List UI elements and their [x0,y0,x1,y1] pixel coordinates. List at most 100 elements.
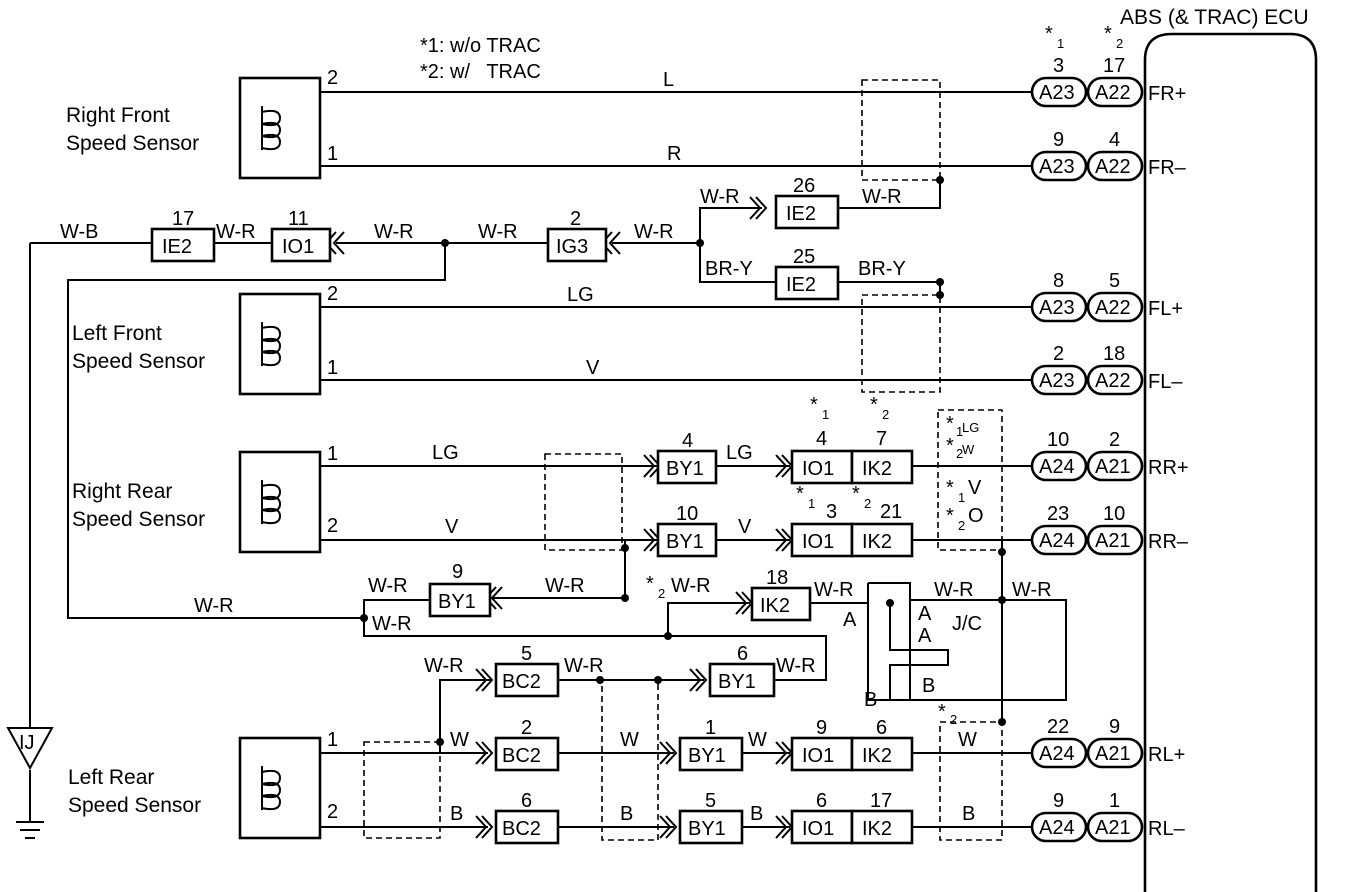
svg-text:4: 4 [682,430,693,452]
ecu-hdr-mark-star2: * [1104,23,1112,45]
svg-text:Right Rear: Right Rear [72,480,172,503]
svg-text:J/C: J/C [952,613,982,635]
svg-text:W: W [962,442,975,457]
svg-text:W-R: W-R [776,655,816,677]
svg-text:1: 1 [1109,790,1120,812]
sensor-right-rear: Right Rear Speed Sensor [72,450,322,554]
svg-text:4: 4 [816,428,827,450]
sensor-pin: 1 [327,357,338,379]
svg-text:A24: A24 [1039,456,1075,478]
svg-text:17: 17 [172,208,194,230]
svg-text:6: 6 [737,643,748,665]
svg-text:5: 5 [1109,270,1120,292]
svg-text:3: 3 [1053,55,1064,77]
svg-text:V: V [738,516,752,538]
svg-text:1: 1 [958,490,965,505]
sensor-pin: 2 [327,801,338,823]
svg-text:RL+: RL+ [1148,744,1185,766]
svg-text:W-R: W-R [194,595,234,617]
svg-text:2: 2 [1053,343,1064,365]
svg-text:17: 17 [1103,55,1125,77]
svg-text:2: 2 [864,496,871,511]
svg-text:9: 9 [452,561,463,583]
sensor-left-rear: Left Rear Speed Sensor [68,736,322,840]
svg-text:IK2: IK2 [862,458,892,480]
svg-text:BC2: BC2 [502,745,541,767]
svg-text:IE2: IE2 [786,274,816,296]
svg-text:W-B: W-B [60,221,99,243]
wires-power [6,180,1067,839]
svg-text:*: * [946,413,954,435]
svg-text:W-R: W-R [634,221,674,243]
svg-text:*: * [810,394,818,416]
svg-text:LG: LG [432,442,459,464]
svg-text:1: 1 [822,407,829,422]
svg-text:18: 18 [1103,343,1125,365]
svg-text:A22: A22 [1095,156,1131,178]
svg-text:A: A [918,603,932,625]
svg-text:A24: A24 [1039,817,1075,839]
sensor-pin: 1 [327,729,338,751]
svg-text:A21: A21 [1095,530,1131,552]
svg-text:W: W [958,729,977,751]
svg-text:W: W [620,729,639,751]
svg-text:2: 2 [956,446,963,461]
svg-text:W: W [748,729,767,751]
svg-text:Right Front: Right Front [66,104,170,127]
svg-text:RL–: RL– [1148,818,1186,840]
svg-text:9: 9 [1053,129,1064,151]
ecu-title: ABS (& TRAC) ECU [1120,6,1309,29]
sensor-left-front: Left Front Speed Sensor [72,292,322,396]
svg-text:W-R: W-R [700,186,740,208]
svg-text:6: 6 [816,790,827,812]
svg-text:LG: LG [726,442,753,464]
svg-text:W-R: W-R [934,579,974,601]
svg-text:2: 2 [1109,429,1120,451]
svg-text:B: B [922,675,935,697]
svg-text:RR+: RR+ [1148,457,1189,479]
svg-text:8: 8 [1053,270,1064,292]
svg-text:BR-Y: BR-Y [705,258,753,280]
svg-text:11: 11 [288,208,309,230]
svg-text:V: V [445,516,459,538]
svg-text:W-R: W-R [564,655,604,677]
svg-text:A24: A24 [1039,530,1075,552]
svg-text:V: V [968,477,982,499]
inline-connector-labels: IE2 IE2 IE2 IO1 IG3 BY1 BY1 IO1 IK2 IO1 … [162,203,892,840]
svg-text:2: 2 [521,717,532,739]
svg-text:IG3: IG3 [556,236,588,258]
svg-text:W-R: W-R [374,221,414,243]
svg-text:BC2: BC2 [502,671,541,693]
svg-text:1: 1 [956,424,963,439]
svg-text:*: * [646,573,654,595]
svg-text:IK2: IK2 [862,531,892,553]
svg-text:BR-Y: BR-Y [858,258,906,280]
svg-text:W-R: W-R [862,186,902,208]
svg-text:V: V [586,357,600,379]
svg-text:BC2: BC2 [502,818,541,840]
svg-text:A21: A21 [1095,456,1131,478]
svg-text:Speed Sensor: Speed Sensor [66,132,199,155]
svg-text:IO1: IO1 [282,236,314,258]
svg-text:2: 2 [882,407,889,422]
svg-text:BY1: BY1 [688,818,726,840]
svg-text:W-R: W-R [545,575,585,597]
svg-text:BY1: BY1 [438,591,476,613]
junction-connector-labels: J/C A A A B B [843,603,982,711]
svg-text:25: 25 [793,246,815,268]
svg-text:5: 5 [705,790,716,812]
svg-text:R: R [667,143,681,165]
svg-text:FR+: FR+ [1148,83,1186,105]
svg-text:10: 10 [1047,429,1069,451]
variant-marks: * 1 * 2 * 1 * 2 * 2 * 1 LG * 2 W * 1 V *… [646,394,984,727]
svg-text:10: 10 [1103,503,1125,525]
svg-text:LG: LG [567,284,594,306]
svg-text:A22: A22 [1095,82,1131,104]
ecu-connector-pills [1030,76,1144,843]
svg-text:5: 5 [521,643,532,665]
svg-text:18: 18 [766,567,788,589]
svg-text:IK2: IK2 [862,818,892,840]
svg-text:A21: A21 [1095,817,1131,839]
wire-color-labels: L R W-R W-R BR-Y BR-Y W-B W-R W-R W-R W-… [60,69,1052,825]
